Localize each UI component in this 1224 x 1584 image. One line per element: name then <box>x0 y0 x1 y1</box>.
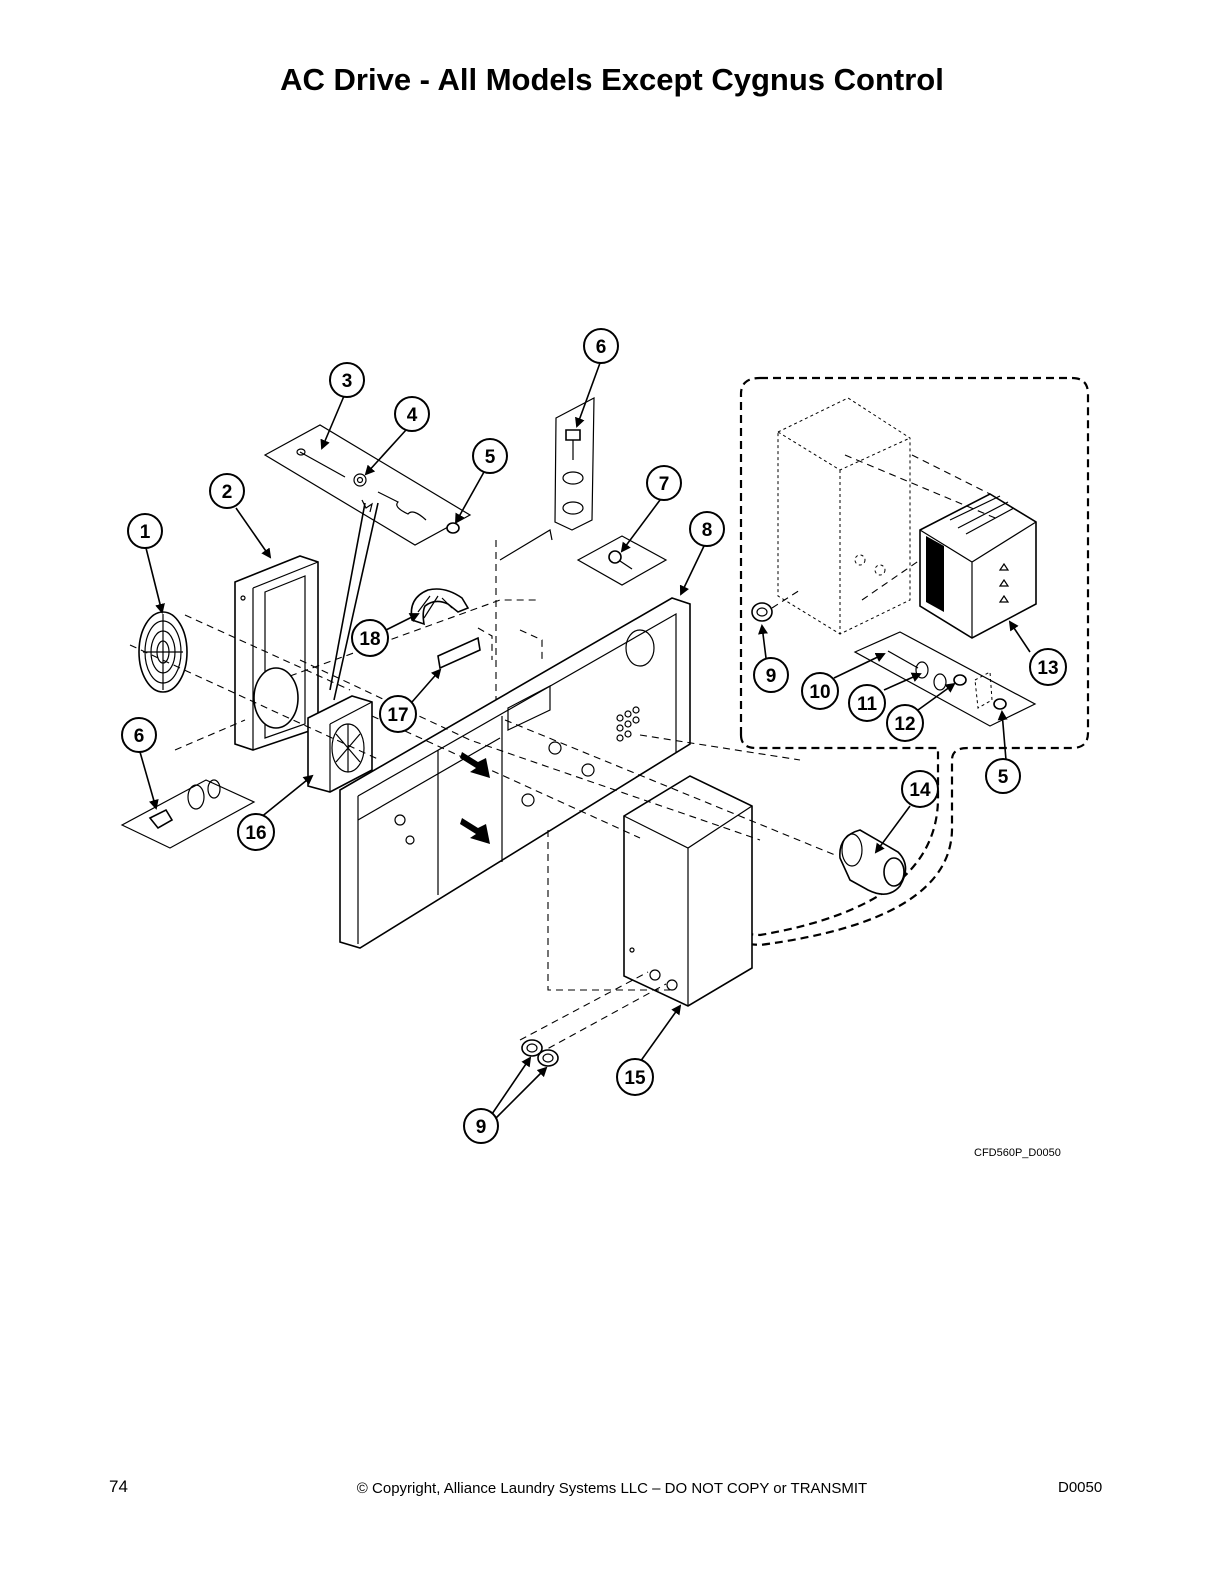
callout-label: 6 <box>596 337 607 358</box>
callout-10: 10 <box>801 672 839 710</box>
callout-13: 13 <box>1029 648 1067 686</box>
callout-label: 5 <box>485 447 496 468</box>
fan-shroud-part <box>234 555 319 751</box>
fan-part <box>307 695 373 793</box>
callout-label: 18 <box>359 629 380 650</box>
callout-3: 3 <box>329 362 365 398</box>
callout-label: 7 <box>659 474 670 495</box>
page-title: AC Drive - All Models Except Cygnus Cont… <box>280 62 944 97</box>
callout-17: 17 <box>379 695 417 733</box>
callout-1: 1 <box>127 513 163 549</box>
conduit-fitting-part-14 <box>839 829 907 895</box>
callout-11: 11 <box>848 684 886 722</box>
callout-8: 8 <box>689 511 725 547</box>
callout-label: 9 <box>476 1117 487 1138</box>
callout-label: 4 <box>407 405 418 426</box>
callout-5: 5 <box>472 438 508 474</box>
drive-enclosure-part-15 <box>623 775 753 1007</box>
callout-label: 17 <box>387 705 408 726</box>
callout-9-bottom: 9 <box>463 1108 499 1144</box>
hole-plugs-part-9 <box>521 1039 559 1067</box>
copyright-notice: © Copyright, Alliance Laundry Systems LL… <box>356 1480 868 1497</box>
page-number: 74 <box>109 1477 128 1496</box>
callout-label: 6 <box>134 726 145 747</box>
fan-guard-part <box>138 611 188 693</box>
drive-hardware-strip <box>751 602 1037 727</box>
callout-2: 2 <box>209 473 245 509</box>
hardware-panel-6-left <box>120 779 256 849</box>
callout-label: 3 <box>342 371 353 392</box>
callout-6-left: 6 <box>121 717 157 753</box>
figure-code: CFD560P_D0050 <box>974 1147 1061 1159</box>
callout-5-drive: 5 <box>985 758 1021 794</box>
label-part-17 <box>437 636 481 670</box>
screw-part-7 <box>576 535 668 586</box>
callout-label: 16 <box>245 823 266 844</box>
callout-label: 11 <box>857 694 878 715</box>
callout-18: 18 <box>351 619 389 657</box>
mounting-panel-part-8 <box>339 597 691 949</box>
callout-label: 2 <box>222 482 233 503</box>
hardware-panel-6-top <box>499 396 595 561</box>
callout-6-top: 6 <box>583 328 619 364</box>
callout-15: 15 <box>616 1058 654 1096</box>
callout-label: 1 <box>140 522 151 543</box>
drive-ghost-enclosure <box>777 397 911 635</box>
callout-label: 15 <box>624 1068 646 1089</box>
harness-part-18 <box>410 588 470 626</box>
leader-lines <box>139 362 1031 1119</box>
callout-label: 9 <box>766 666 777 687</box>
callout-9-drive: 9 <box>753 657 789 693</box>
callout-12: 12 <box>886 704 924 742</box>
callout-14: 14 <box>901 770 939 808</box>
document-code: D0050 <box>1058 1479 1103 1496</box>
callout-label: 12 <box>894 714 915 735</box>
callout-label: 10 <box>809 682 830 703</box>
ac-drive-part-13 <box>919 493 1037 639</box>
callout-label: 14 <box>909 780 931 801</box>
callout-label: 13 <box>1037 658 1058 679</box>
callout-label: 5 <box>998 767 1009 788</box>
callout-16: 16 <box>237 813 275 851</box>
callout-4: 4 <box>394 396 430 432</box>
callout-7: 7 <box>646 465 682 501</box>
drive-detail-boundary <box>719 376 1090 947</box>
hardware-panel-3-4-5 <box>263 424 472 546</box>
callout-label: 8 <box>702 520 713 541</box>
